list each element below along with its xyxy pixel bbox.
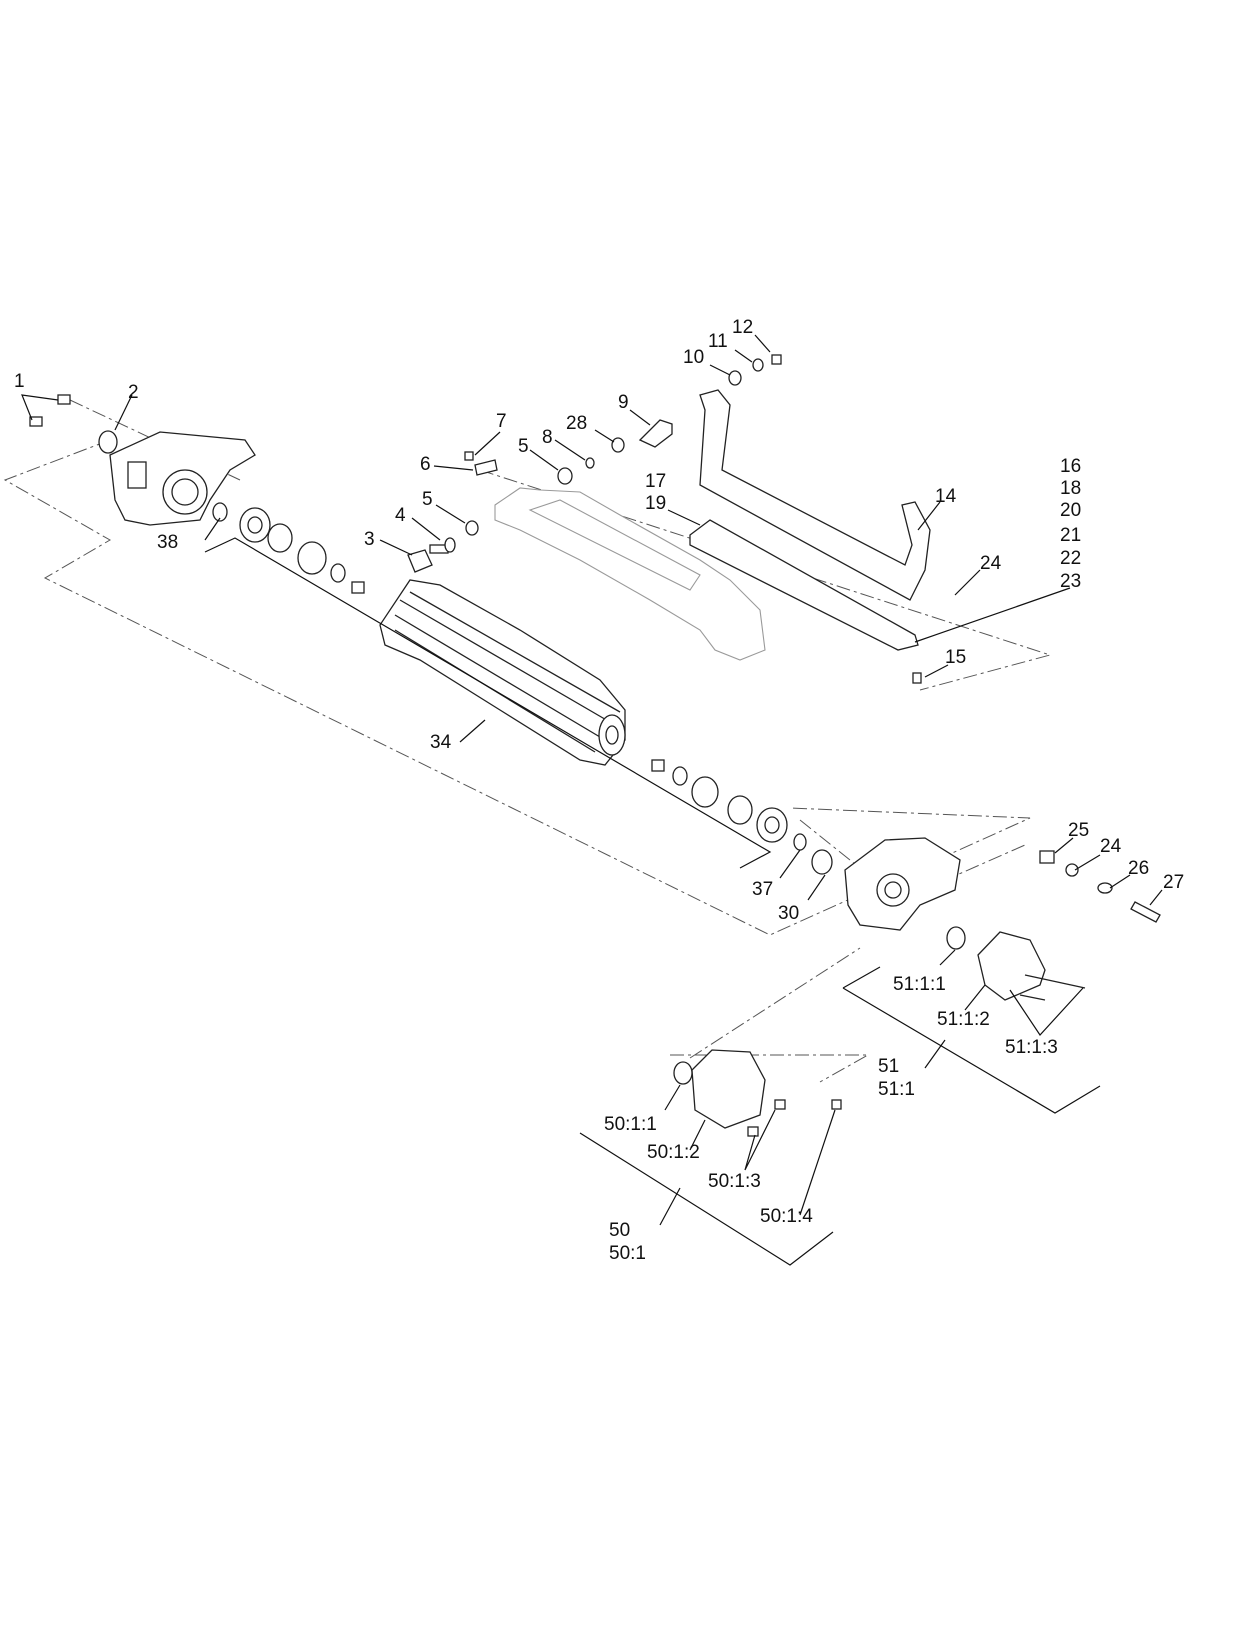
callout-51-1-2: 51:1:2	[937, 1009, 990, 1030]
callout-14: 14	[935, 486, 957, 507]
right-side-plate	[844, 837, 961, 931]
right-bearing-stack	[651, 759, 833, 875]
callout-5a: 5	[422, 489, 433, 510]
callout-26: 26	[1128, 858, 1149, 879]
callout-38: 38	[157, 532, 178, 553]
callout-6: 6	[420, 454, 431, 475]
blade-screw	[912, 672, 922, 684]
right-adjuster-parts	[1039, 850, 1161, 923]
callout-20: 20	[1060, 500, 1081, 521]
frame-ghost	[494, 487, 766, 661]
callout-50: 50	[609, 1220, 630, 1241]
leader-lines	[21, 334, 1163, 1226]
callout-51-1-1: 51:1:1	[893, 974, 946, 995]
callout-2: 2	[128, 382, 139, 403]
callout-9: 9	[618, 392, 629, 413]
callout-17: 17	[645, 471, 666, 492]
callout-51-1: 51:1	[878, 1079, 915, 1100]
callout-19: 19	[645, 493, 666, 514]
callout-11: 11	[708, 331, 728, 352]
left-bearing-stack	[212, 502, 365, 594]
callout-50-1-1: 50:1:1	[604, 1114, 657, 1135]
callout-5b: 5	[518, 436, 529, 457]
callout-22: 22	[1060, 548, 1081, 569]
bedknife-blade	[689, 519, 919, 651]
callout-37: 37	[752, 879, 773, 900]
callout-8: 8	[542, 427, 553, 448]
callout-25: 25	[1068, 820, 1089, 841]
callout-21: 21	[1060, 525, 1081, 546]
center-shaft-parts	[407, 354, 782, 573]
callout-10: 10	[683, 347, 704, 368]
callout-27: 27	[1163, 872, 1184, 893]
group-brackets	[204, 537, 1101, 1266]
callout-51: 51	[878, 1056, 899, 1077]
bedknife-bar	[699, 389, 931, 601]
callout-50-1-3: 50:1:3	[708, 1171, 761, 1192]
callout-1: 1	[14, 371, 25, 392]
left-o-ring	[98, 430, 118, 454]
callout-24a: 24	[980, 553, 1002, 574]
callout-24b: 24	[1100, 836, 1122, 857]
callout-34: 34	[430, 732, 452, 753]
callout-3: 3	[364, 529, 375, 550]
left-screws	[29, 394, 71, 427]
callout-15: 15	[945, 647, 966, 668]
cover-assembly-50	[673, 1049, 842, 1137]
callout-51-1-3: 51:1:3	[1005, 1037, 1058, 1058]
callout-23: 23	[1060, 571, 1081, 592]
callout-50-1: 50:1	[609, 1243, 646, 1264]
callout-7: 7	[496, 411, 507, 432]
callout-28: 28	[566, 413, 587, 434]
cover-assembly-51	[946, 926, 1086, 1001]
callout-labels: 1 2 3 4 5 5 6 7 8 9 10 11 12 14 15 16 17…	[14, 317, 1184, 1264]
callout-12: 12	[732, 317, 753, 338]
callout-16: 16	[1060, 456, 1081, 477]
callout-18: 18	[1060, 478, 1081, 499]
callout-50-1-2: 50:1:2	[647, 1142, 700, 1163]
cutting-reel	[379, 579, 626, 766]
left-side-plate	[109, 431, 256, 526]
callout-30: 30	[778, 903, 799, 924]
callout-50-1-4: 50:1:4	[760, 1206, 813, 1227]
callout-4: 4	[395, 505, 406, 526]
